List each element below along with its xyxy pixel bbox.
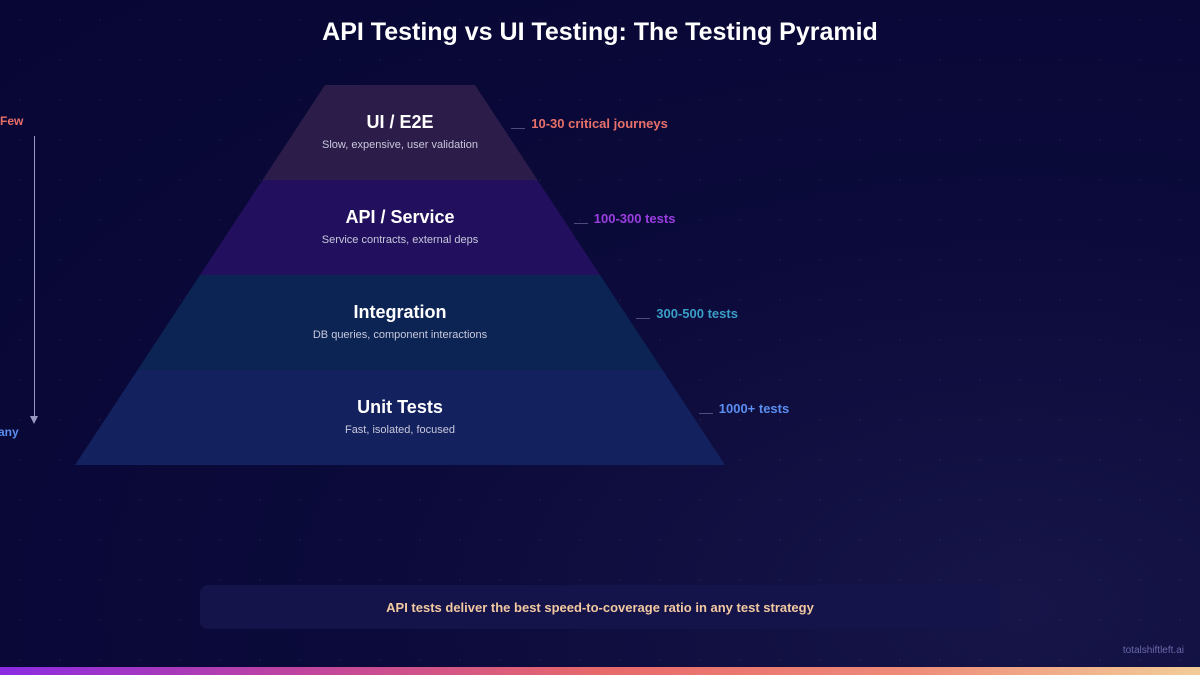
pyramid-layer bbox=[200, 180, 600, 275]
layer-count: 300-500 tests bbox=[636, 306, 738, 321]
layer-count: 10-30 critical journeys bbox=[511, 116, 668, 131]
layer-description: Service contracts, external deps bbox=[321, 234, 479, 246]
page-title: API Testing vs UI Testing: The Testing P… bbox=[322, 18, 878, 46]
banner-text: API tests deliver the best speed-to-cove… bbox=[386, 599, 814, 615]
brand-watermark: totalshiftleft.ai bbox=[1122, 645, 1184, 656]
count-text: 10-30 critical journeys bbox=[531, 116, 668, 131]
axis-line bbox=[34, 136, 35, 420]
layer-label: Integration DB queries, component interac… bbox=[200, 302, 600, 341]
count-text: 100-300 tests bbox=[593, 211, 676, 226]
leader-line bbox=[573, 223, 588, 224]
pyramid-layer bbox=[75, 370, 725, 465]
layer-title: Unit Tests bbox=[357, 397, 443, 417]
pyramid-layer bbox=[137, 275, 663, 370]
leader-line bbox=[511, 128, 526, 129]
layer-title: API / Service bbox=[345, 207, 455, 227]
arrow-down-icon bbox=[30, 416, 38, 424]
layer-title: UI / E2E bbox=[366, 112, 434, 132]
count-text: 1000+ tests bbox=[718, 401, 790, 416]
layer-label: UI / E2E Slow, expensive, user validation bbox=[200, 112, 600, 151]
leader-line bbox=[698, 413, 713, 414]
layer-description: Fast, isolated, focused bbox=[344, 424, 456, 436]
axis-label-many: Many bbox=[0, 425, 19, 439]
gradient-footer-bar bbox=[0, 667, 1200, 675]
summary-banner: API tests deliver the best speed-to-cove… bbox=[200, 585, 1000, 629]
layer-description: Slow, expensive, user validation bbox=[322, 139, 478, 151]
layer-title: Integration bbox=[353, 302, 447, 322]
axis-label-few: Few bbox=[0, 114, 24, 128]
layer-count: 100-300 tests bbox=[573, 211, 676, 226]
leader-line bbox=[636, 318, 651, 319]
layer-count: 1000+ tests bbox=[698, 401, 790, 416]
pyramid-layer bbox=[262, 85, 538, 180]
count-text: 300-500 tests bbox=[656, 306, 738, 321]
layer-description: DB queries, component interactions bbox=[312, 329, 488, 341]
